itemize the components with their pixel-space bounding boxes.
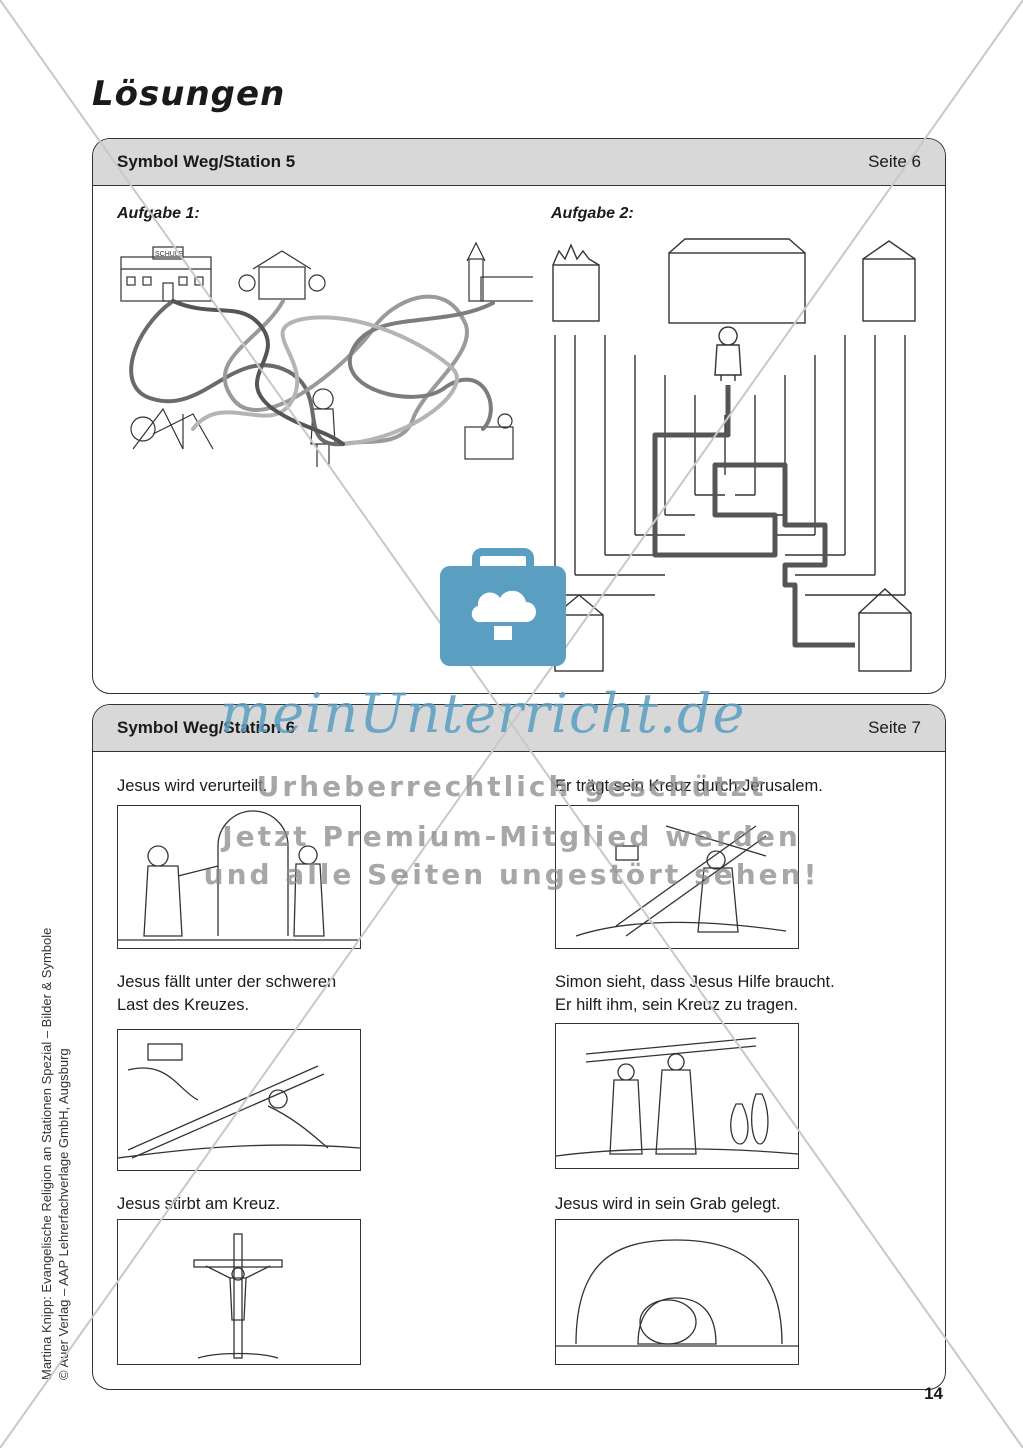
picture-jesus-dies	[117, 1219, 361, 1365]
soccer-goal-icon	[464, 426, 514, 460]
jesus-dies-drawing	[193, 1233, 283, 1359]
picture-simon-helps	[555, 1023, 799, 1169]
watermark-line-2: Jetzt Premium-Mitglied werden	[222, 820, 801, 853]
watermark-brand: meinUnterricht.de	[220, 682, 746, 745]
task-2-maze-illustration	[552, 238, 916, 672]
watermark-line-1: Urheberrechtlich geschützt	[256, 770, 767, 803]
task-2-label: Aufgabe 2:	[551, 205, 634, 222]
page-title: Lösungen	[92, 74, 286, 114]
church-icon	[480, 276, 533, 302]
task-1-path-tangle-illustration: SCHULE	[120, 241, 533, 467]
watermark-line-3: und alle Seiten ungestört sehen!	[203, 858, 820, 891]
simon-helps-drawing	[556, 1037, 798, 1157]
jesus-falls-drawing	[118, 1043, 360, 1159]
house-right-icon	[862, 258, 916, 322]
school-icon	[668, 252, 806, 324]
house-icon	[258, 266, 306, 300]
credit-line-2: © Auer Verlag – AAP Lehrerfachverlage Gm…	[56, 1048, 71, 1380]
caption-dies: Jesus stirbt am Kreuz.	[117, 1195, 281, 1213]
page-number: 14	[924, 1384, 943, 1403]
caption-buried: Jesus wird in sein Grab gelegt.	[555, 1195, 781, 1213]
side-credit: Martina Knipp: Evangelische Religion an …	[38, 860, 72, 1380]
playground-slide-icon	[132, 407, 214, 450]
student-figure-icon	[714, 326, 742, 381]
credit-line-1: Martina Knipp: Evangelische Religion an …	[39, 927, 54, 1380]
station-6-panel: Symbol Weg/Station 6 Seite 7 Jesus wird …	[92, 704, 946, 1390]
station-5-page-ref: Seite 6	[868, 152, 921, 171]
station-5-header: Symbol Weg/Station 5 Seite 6	[93, 139, 945, 186]
station-5-title: Symbol Weg/Station 5	[117, 152, 296, 171]
house-bottom-right-icon	[858, 612, 912, 672]
caption-falls: Jesus fällt unter der schweren Last des …	[117, 973, 337, 1014]
caption-simon-helps: Simon sieht, dass Jesus Hilfe braucht. E…	[555, 973, 835, 1014]
house-left-icon	[552, 264, 600, 322]
watermark-briefcase-icon	[440, 548, 566, 666]
jesus-buried-drawing	[556, 1239, 798, 1347]
task-1-label: Aufgabe 1:	[117, 205, 200, 222]
picture-jesus-buried	[555, 1219, 799, 1365]
picture-jesus-falls	[117, 1029, 361, 1171]
station-6-page-ref: Seite 7	[868, 718, 921, 737]
school-sign-text: SCHULE	[155, 251, 184, 258]
